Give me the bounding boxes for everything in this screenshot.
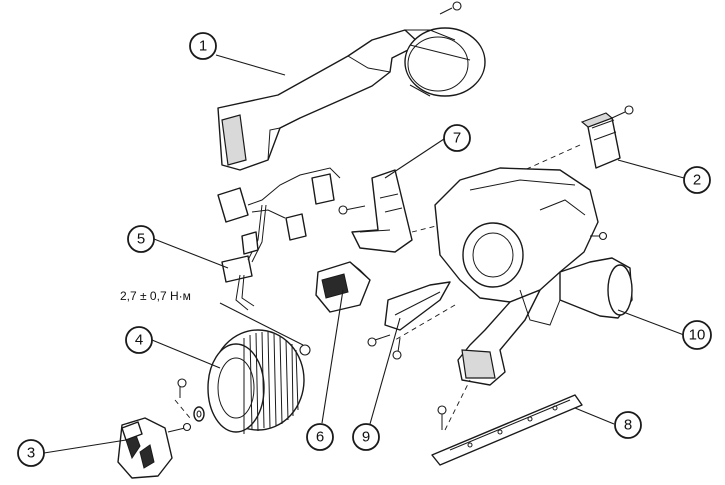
torque-spec-label: 2,7 ± 0,7 Н·м	[120, 289, 191, 303]
blower-motor	[117, 378, 192, 479]
mounting-bracket	[338, 169, 413, 253]
callout-label: 2	[693, 172, 701, 189]
callout-6: 6	[306, 423, 334, 451]
callout-label: 3	[27, 445, 35, 462]
callout-label: 7	[453, 130, 461, 147]
callout-9: 9	[352, 423, 380, 451]
callout-8: 8	[614, 411, 642, 439]
air-flap	[367, 281, 451, 360]
blower-fan	[207, 329, 305, 434]
blower-housing	[434, 167, 633, 386]
leader-lines	[43, 54, 685, 454]
air-duct-upper	[217, 27, 486, 171]
washer	[193, 406, 205, 422]
fan-retaining-screw	[299, 344, 311, 356]
callout-3: 3	[17, 439, 45, 467]
callout-1: 1	[189, 32, 217, 60]
callout-7: 7	[443, 124, 471, 152]
screw-duct-top	[439, 1, 462, 15]
callout-label: 1	[199, 38, 207, 55]
callout-4: 4	[125, 326, 153, 354]
callout-label: 9	[362, 429, 370, 446]
callout-label: 8	[624, 417, 632, 434]
wiring-harness	[217, 167, 341, 311]
callout-label: 4	[135, 332, 143, 349]
callout-label: 10	[689, 327, 706, 344]
callout-5: 5	[127, 225, 155, 253]
callout-2: 2	[683, 166, 711, 194]
lower-bracket	[431, 394, 583, 466]
callout-10: 10	[682, 320, 712, 350]
blower-resistor	[580, 105, 634, 169]
callout-label: 6	[316, 429, 324, 446]
connector-block	[315, 261, 371, 313]
callout-label: 5	[137, 231, 145, 248]
